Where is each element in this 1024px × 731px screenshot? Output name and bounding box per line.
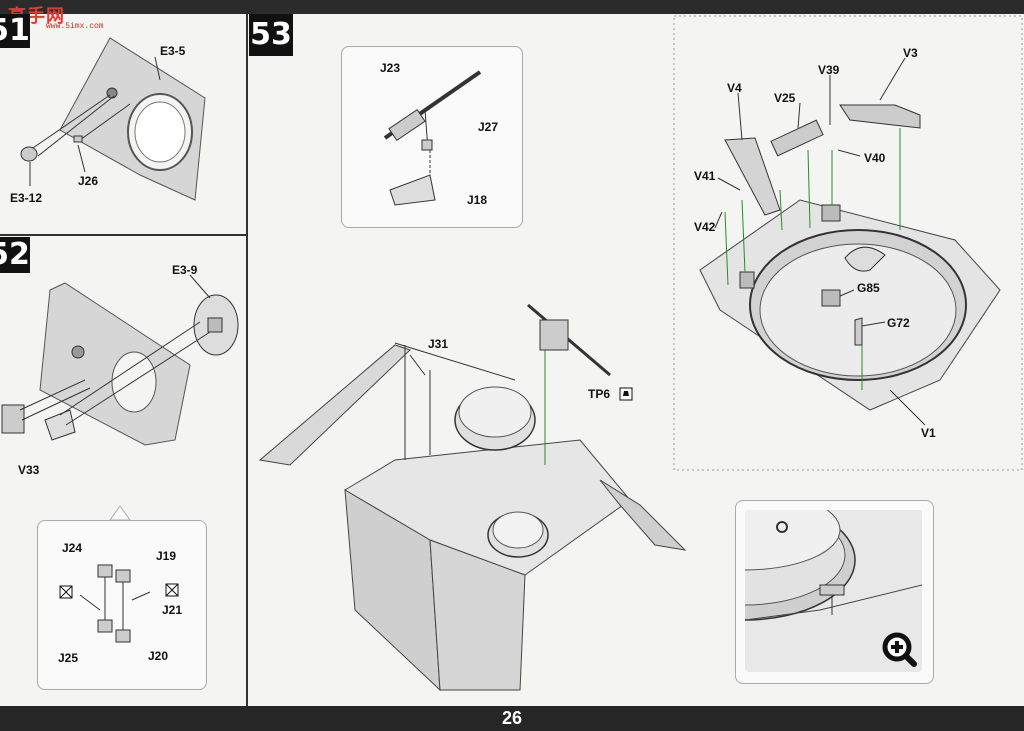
label-v40: V40	[864, 151, 886, 165]
no-glue-icon	[165, 583, 179, 597]
label-e3-12: E3-12	[10, 191, 42, 205]
label-j25: J25	[58, 651, 78, 665]
step-53-number: 53	[249, 14, 293, 56]
turret-hull-drawing	[258, 303, 687, 692]
page-number: 26	[501, 708, 523, 728]
label-v1: V1	[921, 426, 936, 440]
label-e3-9: E3-9	[172, 263, 198, 277]
label-j23: J23	[380, 61, 400, 75]
label-j18: J18	[467, 193, 487, 207]
step-52-number: 52	[0, 237, 30, 273]
turret-ring-region	[673, 15, 1023, 471]
label-tp6: TP6	[588, 387, 610, 401]
top-bar	[0, 0, 1024, 14]
label-e3-5: E3-5	[160, 44, 186, 58]
watermark-url: www.5imx.com	[46, 22, 104, 31]
label-j27: J27	[478, 120, 498, 134]
glue-icon	[619, 387, 633, 401]
label-j26: J26	[78, 174, 98, 188]
step-52-parts	[79, 564, 151, 643]
zoom-detail-drawing	[745, 510, 922, 672]
label-v3: V3	[903, 46, 918, 60]
label-g72: G72	[887, 316, 910, 330]
label-j21: J21	[162, 603, 182, 617]
callout-step52-parts	[37, 520, 207, 690]
divider-vertical-left	[246, 14, 248, 706]
label-v41: V41	[694, 169, 716, 183]
label-j19: J19	[156, 549, 176, 563]
zoom-in-icon[interactable]	[880, 630, 918, 668]
step-51-drawing	[20, 37, 206, 201]
label-v4: V4	[727, 81, 742, 95]
mg-drawing	[383, 70, 482, 206]
label-v33: V33	[18, 463, 40, 477]
label-v42: V42	[694, 220, 716, 234]
bottom-bar	[0, 706, 1024, 731]
step-52-drawing	[1, 274, 239, 446]
label-g85: G85	[857, 281, 880, 295]
label-j24: J24	[62, 541, 82, 555]
label-v25: V25	[774, 91, 796, 105]
step-51-number: 51	[0, 14, 30, 48]
label-j31: J31	[428, 337, 448, 351]
turret-ring-drawing	[699, 57, 1001, 426]
label-v39: V39	[818, 63, 840, 77]
divider-horizontal-left	[0, 234, 247, 236]
label-j20: J20	[148, 649, 168, 663]
no-glue-icon	[59, 585, 73, 599]
